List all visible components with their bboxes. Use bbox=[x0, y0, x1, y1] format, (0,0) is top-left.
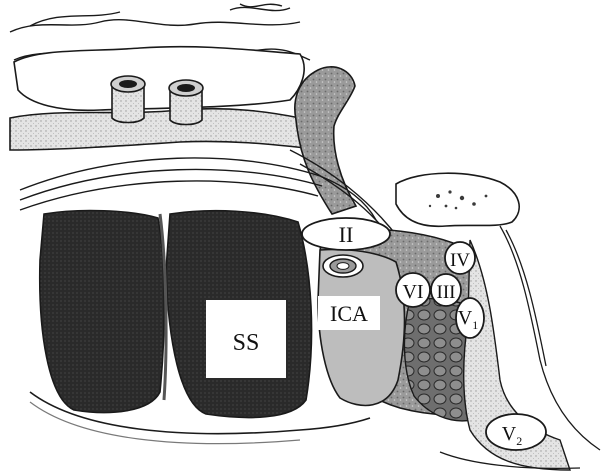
vessel-stub-left bbox=[111, 76, 145, 123]
carotid-cross-section bbox=[323, 255, 363, 277]
trochlear-label: IV bbox=[450, 250, 470, 271]
clinoid-region bbox=[396, 173, 519, 226]
vessel-stub-right bbox=[169, 80, 203, 125]
oculomotor-label: III bbox=[437, 282, 456, 303]
vessel-trunk bbox=[10, 109, 305, 150]
ica-label: ICA bbox=[330, 301, 368, 326]
abducens-label: VI bbox=[402, 281, 423, 303]
sinus-left-chamber bbox=[40, 211, 165, 413]
optic-nerve-label: II bbox=[339, 222, 354, 247]
ss-label: SS bbox=[233, 330, 260, 356]
upper-lobe bbox=[14, 47, 304, 111]
